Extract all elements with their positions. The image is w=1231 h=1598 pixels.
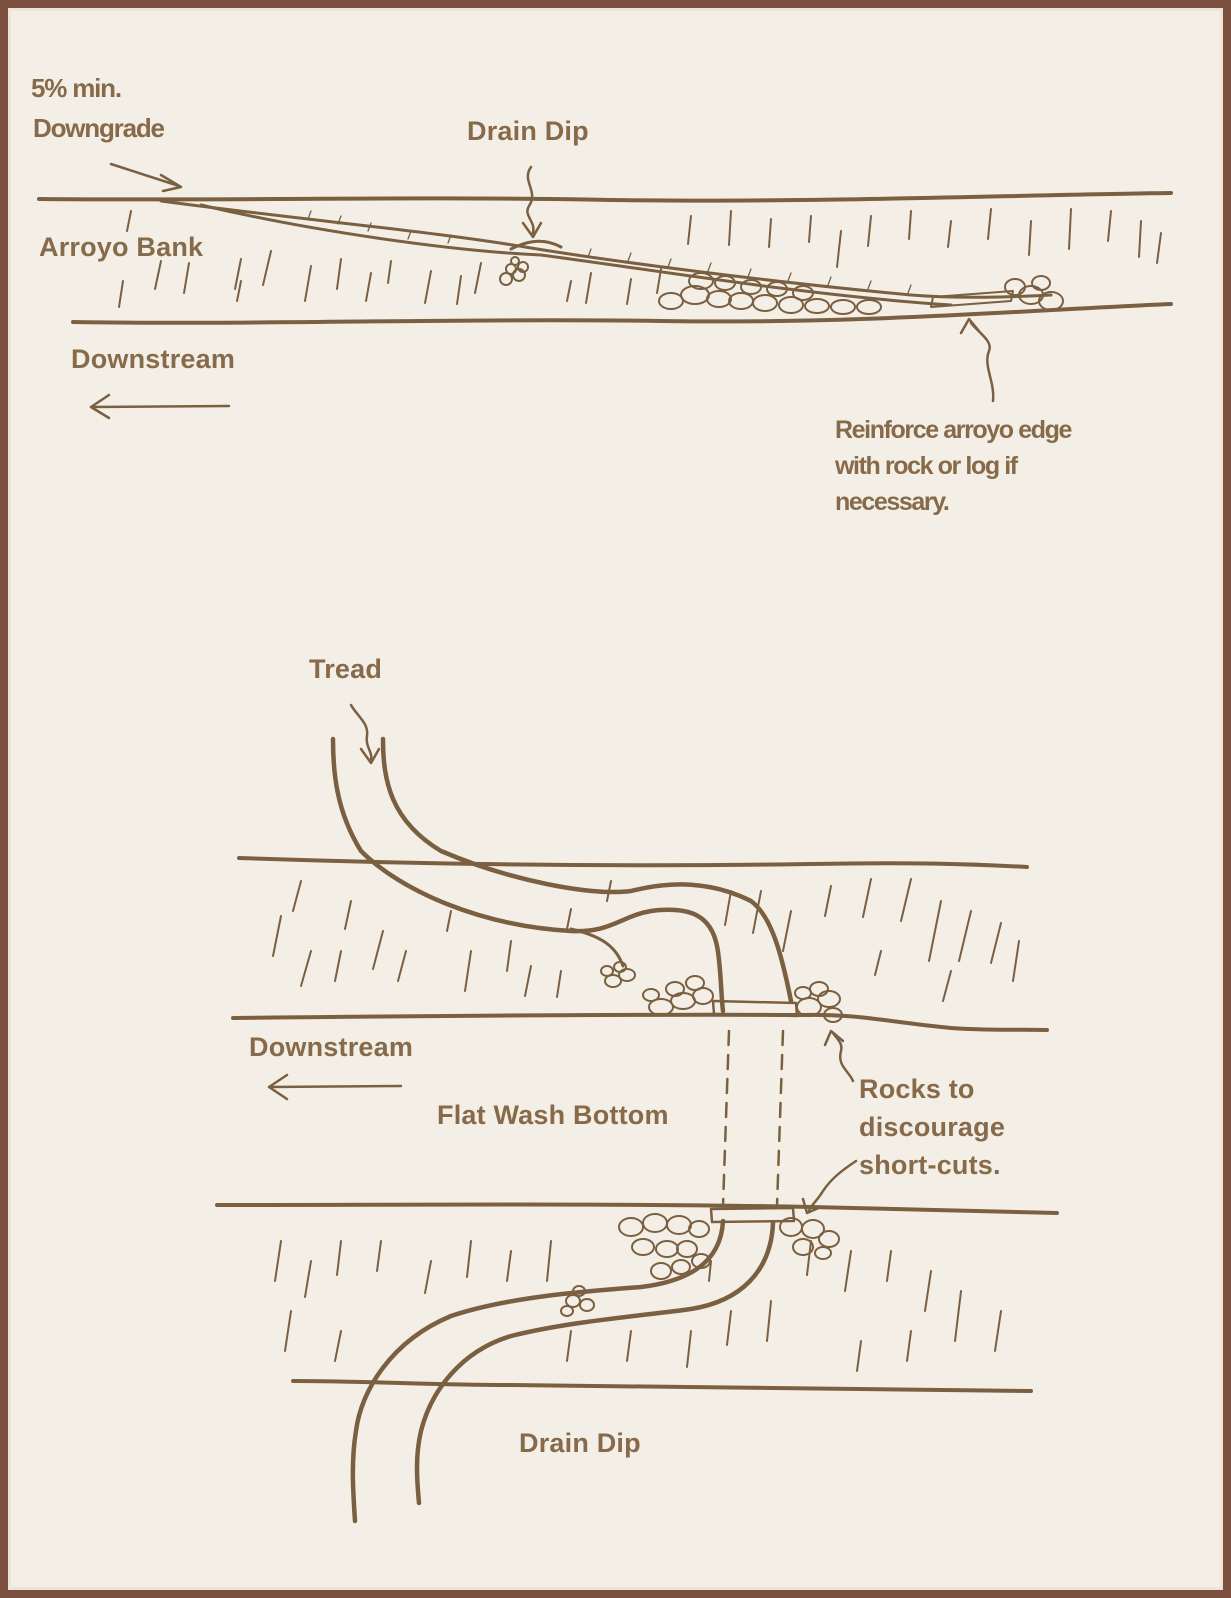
rocks-label-line1: Rocks to: [859, 1073, 975, 1106]
bottom-drain-dip-label: Drain Dip: [519, 1427, 641, 1460]
upper-bank-top-edge: [239, 858, 1027, 867]
lower-bank-bottom-edge: [293, 1381, 1031, 1391]
upper-trail-left-edge: [333, 739, 723, 1011]
upper-bank-hatching: [273, 879, 1019, 1001]
top-slope-ticks: [308, 211, 911, 293]
slope-label-line1: 5% min.: [31, 73, 121, 105]
downgrade-arrow: [111, 164, 179, 186]
arroyo-bottom-edge: [73, 304, 1171, 323]
arroyo-top-edge: [39, 193, 1171, 201]
upper-bank-bottom-edge: [233, 1015, 1047, 1030]
arroyo-bank-label: Arroyo Bank: [39, 231, 203, 264]
bottom-downstream-label: Downstream: [249, 1031, 413, 1064]
top-section-side-view: [39, 164, 1171, 418]
tread-label: Tread: [309, 653, 382, 686]
top-downstream-arrow: [91, 406, 229, 407]
top-downstream-label: Downstream: [71, 343, 235, 376]
reinforce-label-line3: necessary.: [835, 487, 948, 518]
reinforce-label-line1: Reinforce arroyo edge: [835, 415, 1071, 446]
diagram-paper: 5% min. Downgrade Drain Dip Arroyo Bank …: [8, 8, 1223, 1590]
rocks-label-line2: discourage: [859, 1111, 1005, 1144]
bottom-downstream-arrow: [269, 1086, 401, 1087]
lower-trail-right-edge: [417, 1223, 773, 1503]
slope-label-line2: Downgrade: [33, 113, 164, 145]
reinforce-label-line2: with rock or log if: [835, 451, 1017, 482]
rocks-pointer-lower: [809, 1161, 856, 1211]
trail-upper-line: [161, 201, 1051, 297]
lower-bank-top-edge: [217, 1205, 1057, 1214]
rocks-label-line3: short-cuts.: [859, 1149, 1001, 1182]
flat-wash-bottom-label: Flat Wash Bottom: [437, 1099, 669, 1132]
top-small-rock-pile: [500, 257, 528, 285]
dashed-connector-left: [723, 1031, 729, 1206]
top-drain-dip-label: Drain Dip: [467, 115, 589, 148]
lower-bank-hatching: [275, 1241, 1001, 1371]
upper-trail-right-edge: [383, 739, 791, 1001]
dashed-connector-right: [777, 1031, 783, 1206]
reinforce-pointer: [971, 323, 993, 401]
